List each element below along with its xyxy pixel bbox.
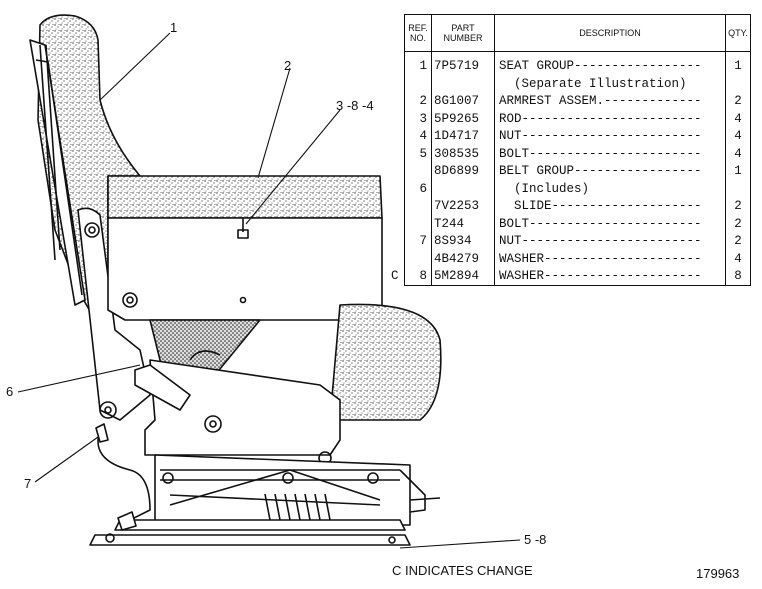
ref-number: 6 [419, 181, 427, 196]
quantity: 2 [734, 216, 742, 231]
callout-1: 1 [170, 20, 178, 35]
quantity: 2 [734, 94, 742, 108]
table-row: 4B4279 WASHER--------------------- 4 [405, 252, 750, 269]
change-mark: C [391, 269, 399, 283]
description: SLIDE-------------------- [499, 199, 702, 213]
description: ROD------------------------ [499, 111, 702, 126]
seat-belt [97, 429, 151, 526]
part-number: 5P9265 [434, 111, 480, 126]
table-row: 7 8S934 NUT------------------------ 2 [405, 234, 750, 251]
description: ARMREST ASSEM.------------- [499, 94, 702, 108]
header-ref: REF. NO. [405, 15, 431, 52]
suspension-base [154, 454, 411, 526]
quantity: 4 [734, 129, 742, 143]
table-row: 2 8G1007 ARMREST ASSEM.------------- 2 [405, 94, 750, 111]
ref-number: 2 [419, 94, 427, 108]
lower-cushion [329, 303, 442, 421]
quantity: 2 [734, 234, 742, 248]
part-number: 7V2253 [434, 199, 480, 213]
part-number: 308535 [434, 146, 480, 161]
callout-7: 7 [24, 476, 32, 491]
header-qty: QTY. [726, 15, 750, 52]
callout-6: 6 [6, 384, 14, 399]
description: BELT GROUP----------------- [499, 164, 702, 178]
table-row: 4 1D4717 NUT------------------------ 4 [405, 129, 750, 146]
description: NUT------------------------ [499, 234, 702, 248]
part-number: 5M2894 [434, 269, 480, 283]
ref-number: 8 [419, 269, 427, 283]
slide-rail [114, 519, 406, 531]
callout-3-8-4: 3 -8 -4 [336, 98, 374, 113]
table-row: C 8 5M2894 WASHER--------------------- 8 [391, 269, 750, 286]
part-number: 8D6899 [434, 164, 480, 178]
quantity: 1 [734, 164, 742, 178]
table-row: (Separate Illustration) [405, 77, 750, 94]
part-number: 1D4717 [434, 129, 480, 143]
part-number: 8S934 [434, 234, 472, 248]
ref-number: 3 [419, 111, 427, 126]
description: WASHER--------------------- [499, 251, 702, 266]
ref-number: 1 [419, 59, 427, 73]
header-part-number: PART NUMBER [432, 15, 494, 52]
callout-5-8: 5 -8 [524, 532, 547, 547]
table-row: 1 7P5719 SEAT GROUP----------------- 1 [405, 59, 750, 76]
part-number: 4B4279 [434, 251, 480, 266]
description: BOLT----------------------- [499, 146, 702, 161]
table-row: T244 BOLT----------------------- 2 [405, 217, 750, 234]
table-row: 6 (Includes) [405, 182, 750, 199]
spring [264, 493, 331, 521]
part-number: T244 [434, 216, 465, 231]
ref-number: 4 [419, 129, 427, 143]
quantity: 4 [734, 111, 742, 126]
description: WASHER--------------------- [499, 269, 702, 283]
quantity: 4 [734, 146, 742, 161]
figure-number: 179963 [696, 566, 740, 581]
description: SEAT GROUP----------------- [499, 59, 702, 73]
table-row: 8D6899 BELT GROUP----------------- 1 [405, 164, 750, 181]
description: NUT------------------------ [499, 129, 702, 143]
ref-number: 5 [419, 146, 427, 161]
ref-number: 7 [419, 234, 427, 248]
quantity: 1 [734, 59, 742, 73]
header-description: DESCRIPTION [495, 15, 725, 52]
description: (Separate Illustration) [499, 76, 687, 91]
part-number: 7P5719 [434, 59, 480, 73]
quantity: 8 [734, 269, 742, 283]
part-number: 8G1007 [434, 94, 480, 108]
quantity: 2 [734, 199, 742, 213]
quantity: 4 [734, 251, 742, 266]
change-note: C INDICATES CHANGE [392, 563, 533, 578]
table-row: 3 5P9265 ROD------------------------ 4 [405, 112, 750, 129]
table-row: 5 308535 BOLT----------------------- 4 [405, 147, 750, 164]
description: BOLT----------------------- [499, 216, 702, 231]
table-row: 7V2253 SLIDE-------------------- 2 [405, 199, 750, 216]
description: (Includes) [499, 181, 590, 196]
seat-cushion [107, 175, 383, 219]
base-plate [89, 534, 411, 546]
callout-2: 2 [284, 58, 292, 73]
